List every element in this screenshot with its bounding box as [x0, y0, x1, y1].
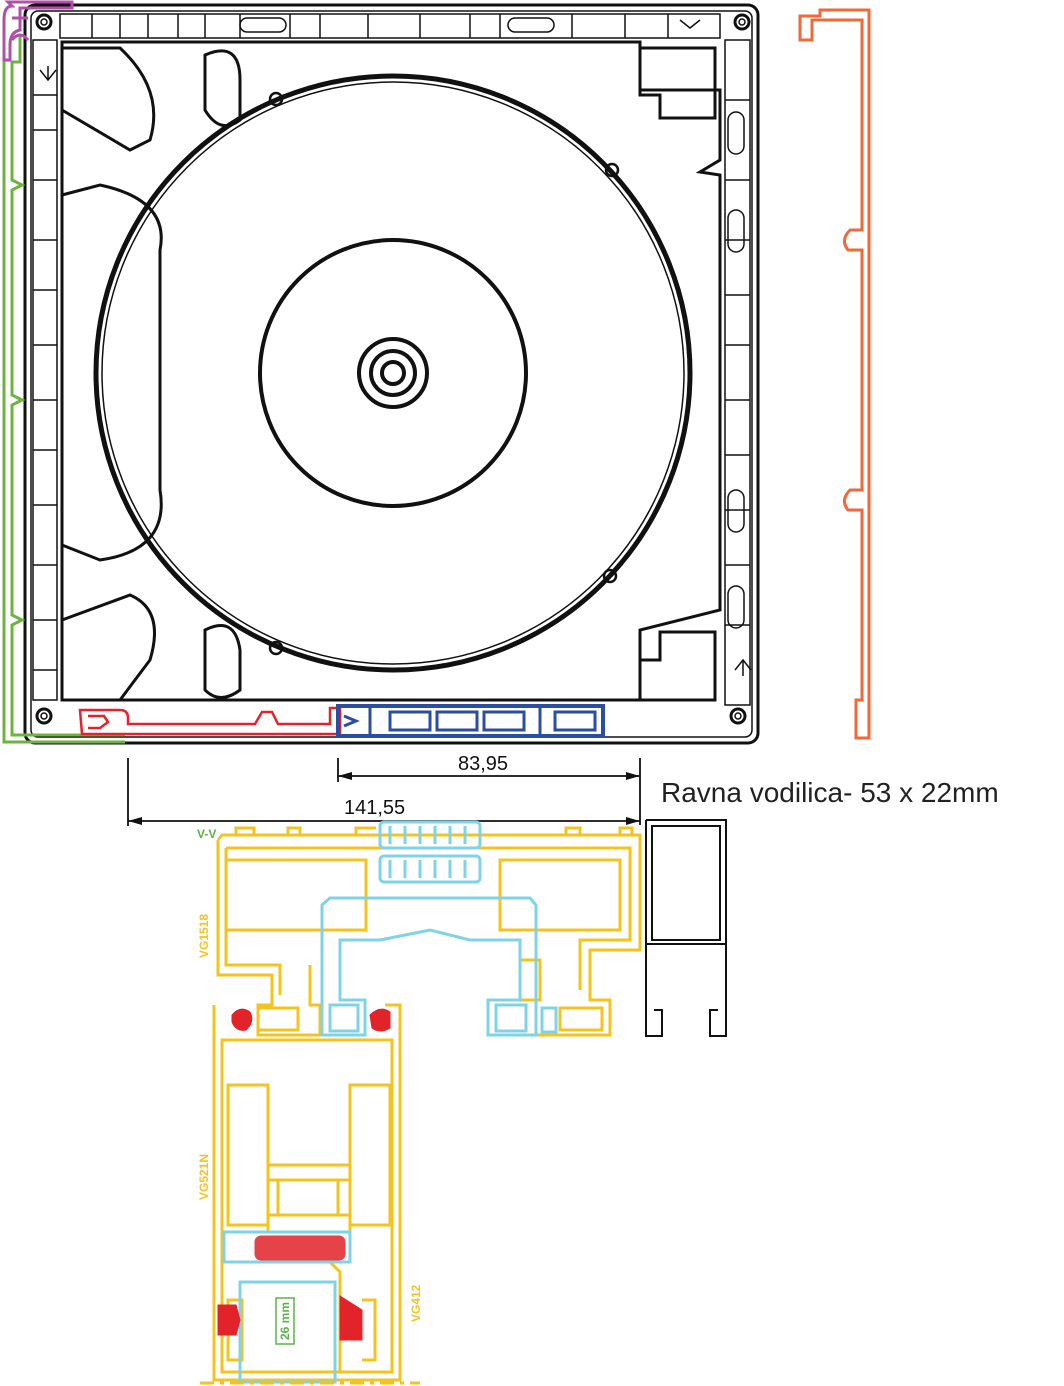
gasket-seals [217, 1008, 391, 1341]
shutter-box [23, 3, 760, 745]
roll-inner-circle [258, 238, 528, 508]
aluminum-guide-rail [645, 819, 727, 1037]
box-right-chambers [724, 39, 751, 706]
axle-outer [357, 337, 429, 409]
corner-profile [2, 0, 74, 62]
glass-thickness-label: 26 mm [278, 1302, 292, 1340]
shutter-roll [93, 73, 693, 673]
window-frame-profile [212, 826, 642, 1382]
box-top-chambers [59, 13, 721, 39]
profile-label-top: VG1518 [197, 914, 211, 958]
rail-caption: Ravna vodilica- 53 x 22mm [661, 777, 999, 808]
dimension-inner-width: 83,95 [458, 753, 508, 775]
box-outer-frame [23, 3, 760, 745]
profile-label-mid: VG521N [197, 1154, 211, 1200]
side-guide-profile [2, 35, 125, 744]
section-cut-label: V-V [197, 827, 216, 841]
profile-label-bead: VG412 [409, 1284, 423, 1322]
glazing-bead-profile [222, 820, 558, 1384]
box-left-chambers [32, 39, 58, 701]
roll-outer-circle [93, 73, 693, 673]
flat-guide-rail [798, 8, 871, 740]
dimension-outer-width: 141,55 [344, 797, 405, 819]
bottom-rail-bar [336, 704, 605, 738]
bottom-end-profile [78, 706, 342, 736]
glass-label-box [275, 1297, 295, 1345]
